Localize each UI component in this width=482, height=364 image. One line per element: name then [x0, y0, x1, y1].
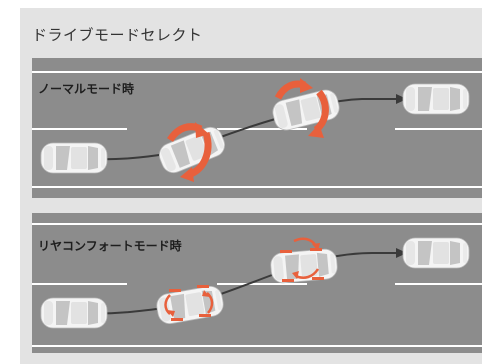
lane-dash-left [32, 128, 127, 130]
rear-comfort-mode-label: リヤコンフォートモード時 [38, 239, 182, 253]
lane-dash-right [395, 283, 482, 285]
normal-mode-panel: ノーマルモード時 [32, 58, 482, 198]
rotation-arrow-icon [202, 290, 214, 314]
arrowhead-icon [396, 248, 407, 258]
rotation-arrow-icon [164, 294, 175, 317]
car-icon [402, 237, 470, 269]
rotation-arrow-icon [292, 268, 320, 279]
lane-line-bottom [32, 345, 482, 347]
car-icon [402, 83, 470, 115]
rotation-arrow-icon [180, 131, 212, 182]
normal-mode-illustration [32, 71, 482, 188]
arrowhead-icon [396, 94, 407, 104]
car-icon [40, 142, 108, 174]
page-title: ドライブモードセレクト [32, 26, 203, 44]
normal-mode-label: ノーマルモード時 [38, 82, 135, 96]
rear-comfort-mode-illustration [32, 223, 482, 347]
lane-dash-right [395, 128, 482, 130]
lane-line-top [32, 223, 482, 225]
rotation-arrow-icon [308, 89, 329, 138]
lane-line-bottom [32, 186, 482, 188]
lane-dash-middle [217, 128, 307, 130]
wheel-marker-icon [169, 285, 211, 321]
rear-comfort-mode-panel: リヤコンフォートモード時 [32, 213, 482, 353]
lane-dash-middle [217, 283, 307, 285]
wheel-marker-icon [280, 248, 324, 282]
rotation-arrow-icon [293, 237, 320, 251]
car-icon [40, 297, 108, 329]
lane-dash-left [32, 283, 127, 285]
lane-line-top [32, 71, 482, 73]
rotation-arrow-icon [274, 78, 313, 100]
